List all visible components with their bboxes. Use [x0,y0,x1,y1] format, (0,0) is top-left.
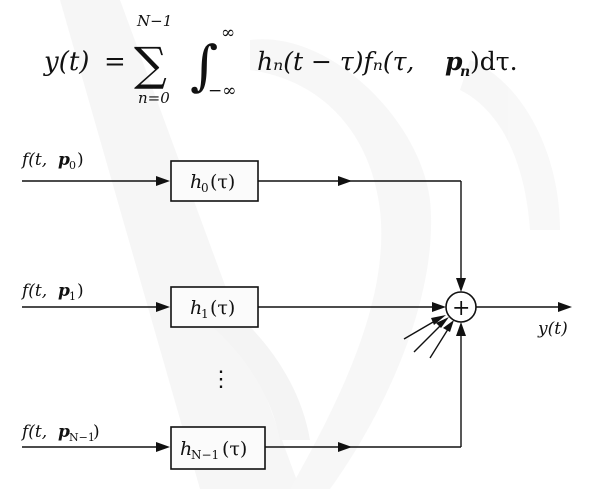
filter-block-0: h 0 (τ) [170,160,259,202]
block-h: h [180,438,192,460]
output-label: y(t) [537,319,568,339]
block-sub: 0 [201,181,209,195]
sum-upper-limit: N−1 [136,12,172,30]
summing-junction: + [445,291,477,323]
summer-plus-sign: + [452,296,470,321]
input-label-p: p [58,422,70,442]
ellipsis-dots: ⋮ [210,367,232,392]
integral-lower-limit: −∞ [208,81,236,101]
input-label-post: ) [93,422,100,442]
equation-integrand: hₙ(t − τ)fₙ(τ, [257,47,414,76]
integral-upper-limit: ∞ [221,23,235,43]
equation-p: p [445,47,463,76]
block-arg: (τ) [210,171,235,193]
watermark-credit: CSDN @大江东第一深情 [365,459,533,477]
integral-symbol: ∫ [190,34,218,97]
equation: y(t) = N−1 ∑ n=0 ∫ ∞ −∞ hₙ(t − τ)fₙ(τ, p… [43,12,518,107]
block-output-lines [258,176,466,452]
input-label-1: f(t, p 1 ) [20,281,84,303]
input-label-pre: f(t, [20,422,47,442]
filter-block-1: h 1 (τ) [170,286,259,328]
input-label-sub: 1 [69,290,76,303]
block-h: h [190,171,202,193]
input-label-pre: f(t, [20,150,47,170]
equation-tail: )dτ. [470,47,518,76]
equation-equals: = [104,47,126,77]
input-label-sub: N−1 [69,431,95,444]
equation-lhs: y(t) [43,47,89,77]
input-label-p: p [58,281,70,301]
input-label-n-minus-1: f(t, p N−1 ) [20,422,100,444]
output: y(t) [476,302,572,339]
input-signal-lines [22,176,170,452]
input-label-post: ) [77,281,84,301]
block-sub: 1 [201,307,209,321]
block-arg: (τ) [210,297,235,319]
input-label-0: f(t, p 0 ) [20,150,84,172]
sum-symbol: ∑ [134,37,167,91]
input-label-post: ) [77,150,84,170]
block-arg: (τ) [222,438,247,460]
background-seal [60,0,560,489]
block-h: h [190,297,202,319]
filter-block-n-minus-1: h N−1 (τ) [170,426,266,470]
input-label-sub: 0 [69,159,76,172]
block-sub: N−1 [191,448,219,462]
input-label-p: p [58,150,70,170]
equation-p-sub: n [460,64,470,80]
additional-branch-arrows [403,315,454,359]
input-label-pre: f(t, [20,281,47,301]
sum-lower-limit: n=0 [138,89,170,107]
